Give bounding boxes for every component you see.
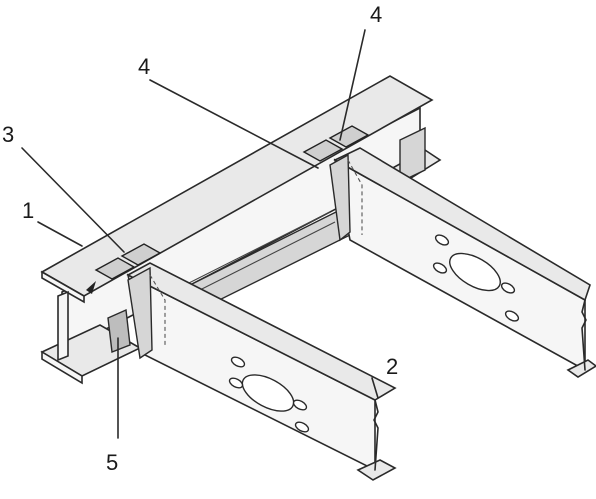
secondary-beam-far (333, 147, 596, 378)
secondary-beam-near (126, 262, 397, 481)
near-beam-large-hole (241, 374, 295, 412)
gusset-near (127, 266, 153, 360)
callout-1: 1 (22, 198, 34, 223)
main-beam-edge-line (174, 211, 331, 291)
leader-2 (371, 377, 379, 399)
leader-1-arrowhead (86, 281, 96, 294)
far-beam-bottom-flange (566, 359, 596, 378)
callout-3: 3 (2, 122, 14, 147)
callout-2: 2 (386, 354, 398, 379)
gusset-far (329, 153, 351, 242)
near-beam-top-flange (126, 262, 397, 401)
main-beam-far-web (399, 126, 426, 184)
far-beam-top-flange (333, 147, 591, 302)
support-angle (107, 308, 131, 353)
near-beam-small-hole (230, 356, 246, 368)
near-beam-small-hole (292, 399, 308, 411)
near-beam-small-hole (228, 377, 244, 389)
top-plate-near-a (94, 257, 136, 280)
main-beam-bottom-flange-edge (41, 350, 83, 385)
leader-1 (37, 221, 83, 247)
gusset-far-hidden (347, 159, 363, 235)
callout-4a: 4 (138, 54, 150, 79)
main-beam-end-web (57, 290, 69, 362)
main-beam-edge-line-2 (179, 221, 336, 301)
near-beam-bottom-flange (356, 459, 397, 481)
connection-plates (94, 125, 370, 360)
far-beam-small-hole (504, 310, 520, 322)
far-beam-large-hole (449, 252, 501, 292)
top-plate-far-a (302, 139, 344, 162)
leader-3 (21, 147, 125, 253)
top-plate-near-b (120, 243, 162, 266)
callout-labels: 1 2 3 4 4 5 (2, 2, 398, 475)
leader-lines (21, 29, 379, 439)
far-beam-small-hole (434, 234, 450, 246)
gusset-near-hidden (149, 274, 166, 345)
leader-4a (149, 79, 319, 169)
callout-4b: 4 (370, 2, 382, 27)
far-beam-small-hole (432, 262, 448, 274)
far-beam-small-hole (500, 282, 516, 294)
leader-4b (339, 29, 366, 141)
callout-5: 5 (106, 450, 118, 475)
top-plate-far-b (328, 125, 370, 148)
far-beam-break-line (581, 299, 587, 371)
main-beam-top-flange-edge (41, 270, 85, 304)
near-beam-small-hole (294, 421, 310, 433)
near-beam-break-line (373, 399, 379, 471)
